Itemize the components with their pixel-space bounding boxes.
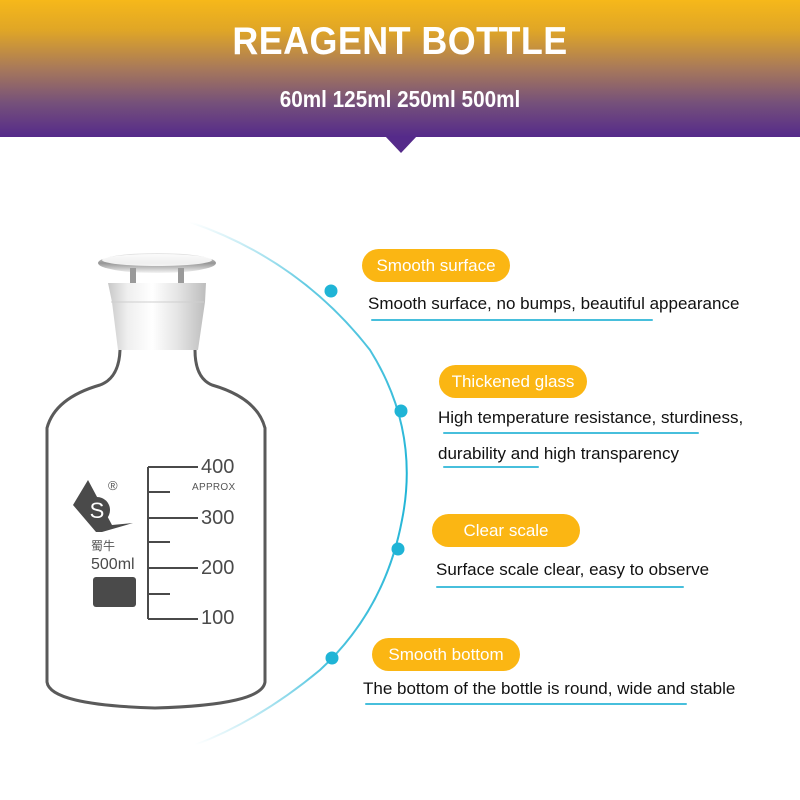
brand-name: 蜀牛 <box>91 539 116 553</box>
feature-underline <box>443 432 699 434</box>
graduation-scale <box>147 466 198 620</box>
page-title: REAGENT BOTTLE <box>232 20 568 63</box>
timeline-dots <box>324 284 408 665</box>
capacity-label: 500ml <box>91 556 135 573</box>
feature-underline <box>371 319 653 321</box>
bottle-outline <box>45 349 267 710</box>
brand-logo-icon: S <box>73 480 133 532</box>
scale-mark-300: 300 <box>201 507 235 529</box>
feature-desc-clear-scale: Surface scale clear, easy to observe <box>436 560 710 579</box>
registered-mark: ® <box>108 478 118 493</box>
svg-text:S: S <box>90 498 105 523</box>
scale-mark-400: 400 <box>201 456 235 478</box>
bottle-stopper <box>98 253 216 350</box>
size-list: 60ml 125ml 250ml 500ml <box>279 86 521 112</box>
feature-badge-smooth-surface: Smooth surface <box>362 249 510 282</box>
feature-desc-thickened-glass-line1: High temperature resistance, sturdiness, <box>438 408 744 427</box>
feature-badge-clear-scale: Clear scale <box>432 514 580 547</box>
header-banner: REAGENT BOTTLE 60ml 125ml 250ml 500ml <box>0 0 800 137</box>
feature-underline <box>436 586 684 588</box>
header-pointer-arrow-icon <box>385 136 417 153</box>
feature-underline <box>365 703 687 705</box>
scale-mark-200: 200 <box>201 557 235 579</box>
scale-mark-100: 100 <box>201 607 235 629</box>
approx-label: APPROX <box>192 482 236 493</box>
feature-badge-thickened-glass: Thickened glass <box>439 365 587 398</box>
feature-badge-smooth-bottom: Smooth bottom <box>372 638 520 671</box>
feature-underline <box>443 466 539 468</box>
timeline-arc <box>189 221 408 746</box>
feature-desc-smooth-bottom: The bottom of the bottle is round, wide … <box>363 679 736 698</box>
feature-desc-smooth-surface: Smooth surface, no bumps, beautiful appe… <box>368 294 740 313</box>
writing-label-patch <box>93 577 136 607</box>
feature-desc-thickened-glass-line2: durability and high transparency <box>438 444 679 463</box>
